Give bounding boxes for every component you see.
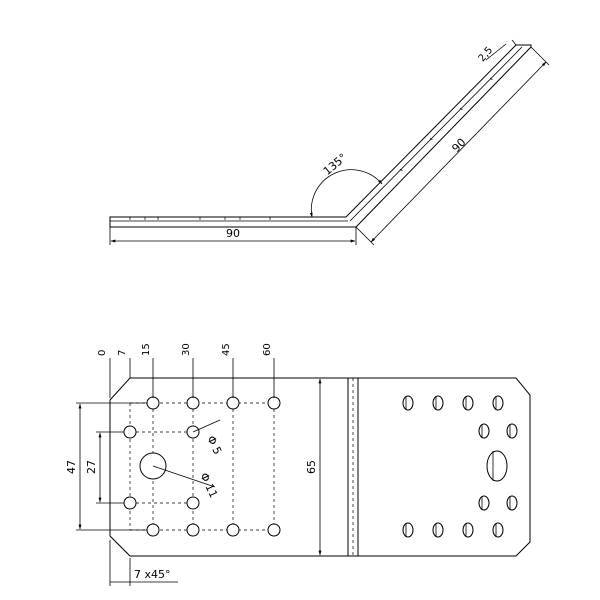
- hole: [267, 523, 281, 537]
- hole: [123, 496, 137, 510]
- scale-label-30: 30: [181, 343, 192, 356]
- hole: [186, 496, 200, 510]
- thickness-extension: [485, 43, 507, 61]
- hole: [226, 523, 240, 537]
- horiz-length-label: 90: [226, 227, 240, 240]
- phi11-leader: [152, 465, 216, 488]
- hole: [146, 523, 160, 537]
- dim-27-label: 27: [85, 460, 98, 474]
- chamfer-dim: [109, 540, 178, 586]
- hole: [267, 396, 281, 410]
- side-view: 135° 2,5 90 90: [109, 39, 550, 246]
- scale-label-60: 60: [262, 343, 273, 356]
- hole: [186, 396, 200, 410]
- top-scale-lines: [109, 358, 275, 398]
- left-dim-extensions: [76, 402, 147, 531]
- hole: [226, 396, 240, 410]
- angle-label: 135°: [321, 151, 350, 178]
- incline-dim-line: [370, 61, 547, 243]
- thickness-label: 2,5: [477, 45, 496, 64]
- thickness-tick: [511, 39, 517, 46]
- right-holes: [402, 395, 518, 538]
- left-holes: [123, 396, 281, 537]
- plan-outline: [109, 377, 531, 557]
- dim-65-label: 65: [305, 460, 318, 474]
- incline-length-label: 90: [449, 136, 468, 155]
- inclined-leg-inner-line: [349, 46, 523, 222]
- phi11-label: Φ 11: [197, 471, 220, 500]
- incline-ext-top: [530, 46, 550, 66]
- horizontal-leg-outline: [109, 44, 532, 228]
- side-hidden-holes: [129, 77, 495, 221]
- angle-arc: [309, 169, 383, 218]
- hole: [123, 425, 137, 439]
- scale-label-0: 0: [97, 350, 108, 356]
- phi5-leader: [192, 419, 221, 433]
- phi5-label: Φ 5: [204, 434, 224, 457]
- plan-view: 0 7 15 30 45 60 47 27 Φ 5 Φ 11 65: [65, 343, 531, 586]
- hole: [186, 523, 200, 537]
- scale-label-15: 15: [141, 343, 152, 356]
- incline-ext-bottom: [355, 226, 375, 246]
- chamfer-label: 7 x45°: [134, 568, 171, 581]
- dim-47-label: 47: [65, 460, 78, 474]
- hole: [146, 396, 160, 410]
- scale-label-7: 7: [117, 350, 128, 356]
- scale-label-45: 45: [221, 343, 232, 356]
